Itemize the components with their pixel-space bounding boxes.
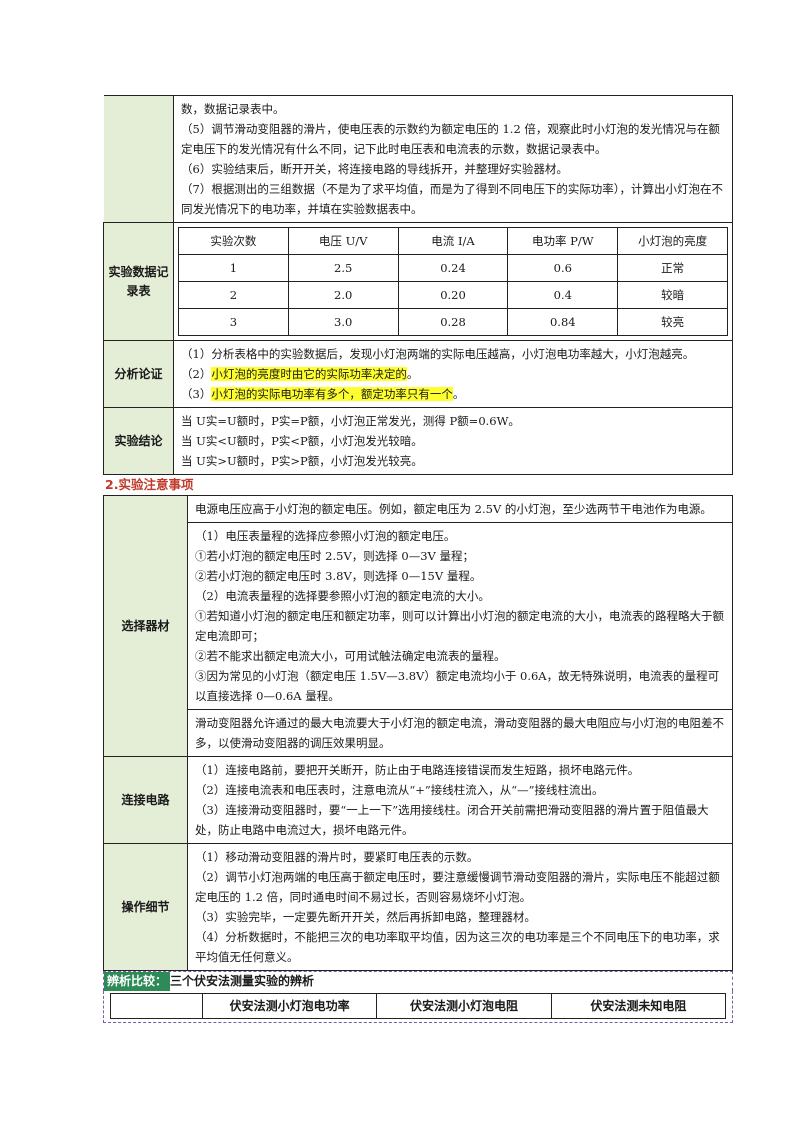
equipment-row: （1）电压表量程的选择应参照小灯泡的额定电压。 ①若小灯泡的额定电压时 2.5V… (104, 522, 733, 710)
data-cell: 2.0 (287, 281, 399, 309)
page-content: 数，数据记录表中。 （5）调节滑动变阻器的滑片，使电压表的示数约为额定电压的 1… (103, 95, 733, 971)
analysis-line: （1）分析表格中的实验数据后，发现小灯泡两端的实际电压越高，小灯泡电功率越大，小… (181, 347, 695, 361)
data-header: 小灯泡的亮度 (617, 227, 728, 255)
data-cell: 3.0 (287, 308, 399, 336)
data-row: 3 3.0 0.28 0.84 较亮 (178, 308, 728, 336)
data-cell: 正常 (617, 254, 728, 282)
analysis-cell: （1）分析表格中的实验数据后，发现小灯泡两端的实际电压越高，小灯泡电功率越大，小… (173, 340, 733, 408)
operation-line: （2）调节小灯泡两端的电压高于额定电压时，要注意缓慢调节滑动变阻器的滑片，实际电… (195, 870, 720, 904)
wiring-line: （1）连接电路前，要把开关断开，防止由于电路连接错误而发生短路，损坏电路元件。 (195, 763, 640, 777)
procedure-row: 数，数据记录表中。 （5）调节滑动变阻器的滑片，使电压表的示数约为额定电压的 1… (103, 95, 733, 223)
data-row: 1 2.5 0.24 0.6 正常 (178, 254, 728, 282)
data-row: 2 2.0 0.20 0.4 较暗 (178, 281, 728, 309)
wiring-line: （2）连接电流表和电压表时，注意电流从“+”接线柱流入，从“—”接线柱流出。 (195, 783, 604, 797)
data-cell: 0.4 (507, 281, 619, 309)
wiring-cell: （1）连接电路前，要把开关断开，防止由于电路连接错误而发生短路，损坏电路元件。 … (187, 756, 733, 844)
data-cell: 3 (178, 308, 289, 336)
conclusion-cell: 当 U实=U额时，P实=P额，小灯泡正常发光，测得 P额=0.6W。 当 U实<… (173, 407, 733, 475)
equipment-line: ①若小灯泡的额定电压时 2.5V，则选择 0—3V 量程； (195, 549, 474, 563)
analysis-prefix: （3） (181, 387, 212, 401)
operation-cell: （1）移动滑动变阻器的滑片时，要紧盯电压表的示数。 （2）调节小灯泡两端的电压高… (187, 843, 733, 971)
analysis-line: （3）小灯泡的实际电功率有多个，额定功率只有一个。 (181, 384, 726, 404)
operation-line: （3）实验完毕，一定要先断开开关，然后再拆卸电路，整理器材。 (195, 910, 536, 924)
compare-section: 辨析比较：三个伏安法测量实验的辨析 伏安法测小灯泡电功率 伏安法测小灯泡电阻 伏… (103, 971, 733, 1023)
analysis-label: 分析论证 (103, 340, 174, 408)
compare-header (110, 993, 203, 1019)
data-cell: 0.6 (507, 254, 619, 282)
conclusion-line: 当 U实<U额时，P实<P额，小灯泡发光较暗。 (181, 434, 423, 448)
data-cell: 2 (178, 281, 289, 309)
wiring-line: （3）连接滑动变阻器时，要“一上一下”选用接线柱。闭合开关前需把滑动变阻器的滑片… (195, 803, 709, 837)
conclusion-line: 当 U实=U额时，P实=P额，小灯泡正常发光，测得 P额=0.6W。 (181, 414, 520, 428)
compare-table: 伏安法测小灯泡电功率 伏安法测小灯泡电阻 伏安法测未知电阻 (110, 993, 727, 1019)
data-cell: 较亮 (617, 308, 728, 336)
data-table: 实验次数 电压 U/V 电流 I/A 电功率 P/W 小灯泡的亮度 1 2.5 … (178, 227, 728, 336)
data-cell: 较暗 (617, 281, 728, 309)
equipment-line: （2）电流表量程的选择要参照小灯泡的额定电流的大小。 (195, 589, 490, 603)
highlighted-text: 小灯泡的亮度时由它的实际功率决定的 (211, 367, 407, 381)
procedure-line: （7）根据测出的三组数据（不是为了求平均值，而是为了得到不同电压下的实际功率），… (181, 182, 724, 216)
compare-header: 伏安法测未知电阻 (550, 993, 727, 1019)
procedure-line: 数，数据记录表中。 (181, 102, 285, 116)
equipment-block: 电源电压应高于小灯泡的额定电压。例如，额定电压为 2.5V 的小灯泡，至少选两节… (187, 495, 733, 523)
conclusion-label: 实验结论 (103, 407, 174, 475)
highlighted-text: 小灯泡的实际电功率有多个，额定功率只有一个 (211, 387, 453, 401)
operation-line: （4）分析数据时，不能把三次的电功率取平均值，因为这三次的电功率是三个不同电压下… (195, 930, 720, 964)
data-cell: 0.28 (397, 308, 509, 336)
analysis-suffix: 。 (452, 387, 465, 401)
record-label: 实验数据记录表 (103, 222, 174, 341)
equipment-label: 选择器材 (103, 495, 188, 757)
procedure-line: （5）调节滑动变阻器的滑片，使电压表的示数约为额定电压的 1.2 倍，观察此时小… (181, 122, 720, 156)
data-cell: 0.20 (397, 281, 509, 309)
record-row: 实验数据记录表 实验次数 电压 U/V 电流 I/A 电功率 P/W 小灯泡的亮… (103, 222, 733, 341)
equipment-line: ②若小灯泡的额定电压时 3.8V，则选择 0—15V 量程。 (195, 569, 482, 583)
data-cell: 2.5 (287, 254, 399, 282)
data-header-row: 实验次数 电压 U/V 电流 I/A 电功率 P/W 小灯泡的亮度 (178, 227, 728, 255)
operation-row: 操作细节 （1）移动滑动变阻器的滑片时，要紧盯电压表的示数。 （2）调节小灯泡两… (103, 843, 733, 971)
data-cell: 0.84 (507, 308, 619, 336)
analysis-line: （2）小灯泡的亮度时由它的实际功率决定的。 (181, 364, 726, 384)
data-cell: 0.24 (397, 254, 509, 282)
analysis-suffix: 。 (406, 367, 419, 381)
procedure-line: （6）实验结束后，断开开关，将连接电路的导线拆开，并整理好实验器材。 (181, 162, 568, 176)
data-header: 电流 I/A (397, 227, 509, 255)
equipment-line: ③因为常见的小灯泡（额定电压 1.5V—3.8V）额定电流均小于 0.6A，故无… (195, 669, 720, 703)
data-header: 实验次数 (178, 227, 289, 255)
compare-box: 伏安法测小灯泡电功率 伏安法测小灯泡电阻 伏安法测未知电阻 (103, 991, 733, 1023)
notes-table: 选择器材 电源电压应高于小灯泡的额定电压。例如，额定电压为 2.5V 的小灯泡，… (103, 495, 733, 971)
equipment-line: ①若知道小灯泡的额定电压和额定功率，则可以计算出小灯泡的额定电流的大小，电流表的… (195, 609, 724, 643)
analysis-row: 分析论证 （1）分析表格中的实验数据后，发现小灯泡两端的实际电压越高，小灯泡电功… (103, 340, 733, 408)
equipment-block: 滑动变阻器允许通过的最大电流要大于小灯泡的额定电流，滑动变阻器的最大电阻应与小灯… (187, 709, 733, 757)
equipment-row: 滑动变阻器允许通过的最大电流要大于小灯泡的额定电流，滑动变阻器的最大电阻应与小灯… (104, 709, 733, 757)
compare-header-row: 伏安法测小灯泡电功率 伏安法测小灯泡电阻 伏安法测未知电阻 (110, 993, 727, 1019)
compare-heading: 辨析比较：三个伏安法测量实验的辨析 (103, 971, 733, 991)
section-title: 2.实验注意事项 (105, 477, 194, 492)
wiring-row: 连接电路 （1）连接电路前，要把开关断开，防止由于电路连接错误而发生短路，损坏电… (103, 756, 733, 844)
procedure-label-cell (103, 95, 174, 223)
conclusion-row: 实验结论 当 U实=U额时，P实=P额，小灯泡正常发光，测得 P额=0.6W。 … (103, 407, 733, 475)
equipment-block: （1）电压表量程的选择应参照小灯泡的额定电压。 ①若小灯泡的额定电压时 2.5V… (187, 522, 733, 710)
compare-title: 三个伏安法测量实验的辨析 (170, 974, 315, 988)
wiring-label: 连接电路 (103, 756, 188, 844)
data-header: 电功率 P/W (507, 227, 619, 255)
conclusion-line: 当 U实>U额时，P实>P额，小灯泡发光较亮。 (181, 454, 423, 468)
data-header: 电压 U/V (287, 227, 399, 255)
compare-header: 伏安法测小灯泡电功率 (201, 993, 378, 1019)
procedure-cell: 数，数据记录表中。 （5）调节滑动变阻器的滑片，使电压表的示数约为额定电压的 1… (173, 95, 733, 223)
operation-line: （1）移动滑动变阻器的滑片时，要紧盯电压表的示数。 (195, 850, 479, 864)
record-cell: 实验次数 电压 U/V 电流 I/A 电功率 P/W 小灯泡的亮度 1 2.5 … (173, 222, 733, 341)
experiment-table: 数，数据记录表中。 （5）调节滑动变阻器的滑片，使电压表的示数约为额定电压的 1… (103, 95, 733, 475)
equipment-row: 选择器材 电源电压应高于小灯泡的额定电压。例如，额定电压为 2.5V 的小灯泡，… (103, 495, 733, 757)
compare-tag: 辨析比较： (104, 972, 171, 991)
equipment-line: （1）电压表量程的选择应参照小灯泡的额定电压。 (195, 529, 456, 543)
compare-header: 伏安法测小灯泡电阻 (376, 993, 552, 1019)
analysis-prefix: （2） (181, 367, 212, 381)
operation-label: 操作细节 (103, 843, 188, 971)
equipment-line: ②若不能求出额定电流大小，可用试触法确定电流表的量程。 (195, 649, 506, 663)
data-cell: 1 (178, 254, 289, 282)
